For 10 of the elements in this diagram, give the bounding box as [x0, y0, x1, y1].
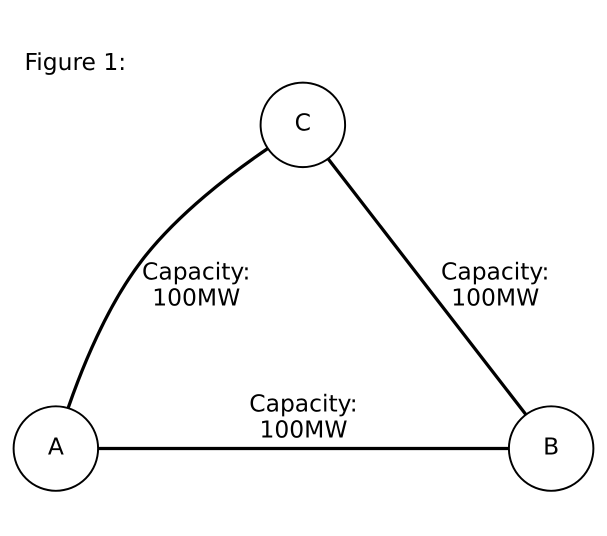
connector	[327, 158, 527, 415]
node-circle: C	[260, 81, 346, 168]
connector	[98, 446, 509, 450]
diagram-title: Figure 1:	[24, 48, 126, 76]
edge-label: Capacity: 100MW	[142, 256, 250, 311]
node-circle: A	[12, 404, 100, 492]
edge-label: Capacity: 100MW	[249, 388, 358, 443]
edge-label: Capacity: 100MW	[441, 256, 550, 311]
connector	[66, 146, 269, 408]
node-circle: B	[508, 404, 594, 492]
